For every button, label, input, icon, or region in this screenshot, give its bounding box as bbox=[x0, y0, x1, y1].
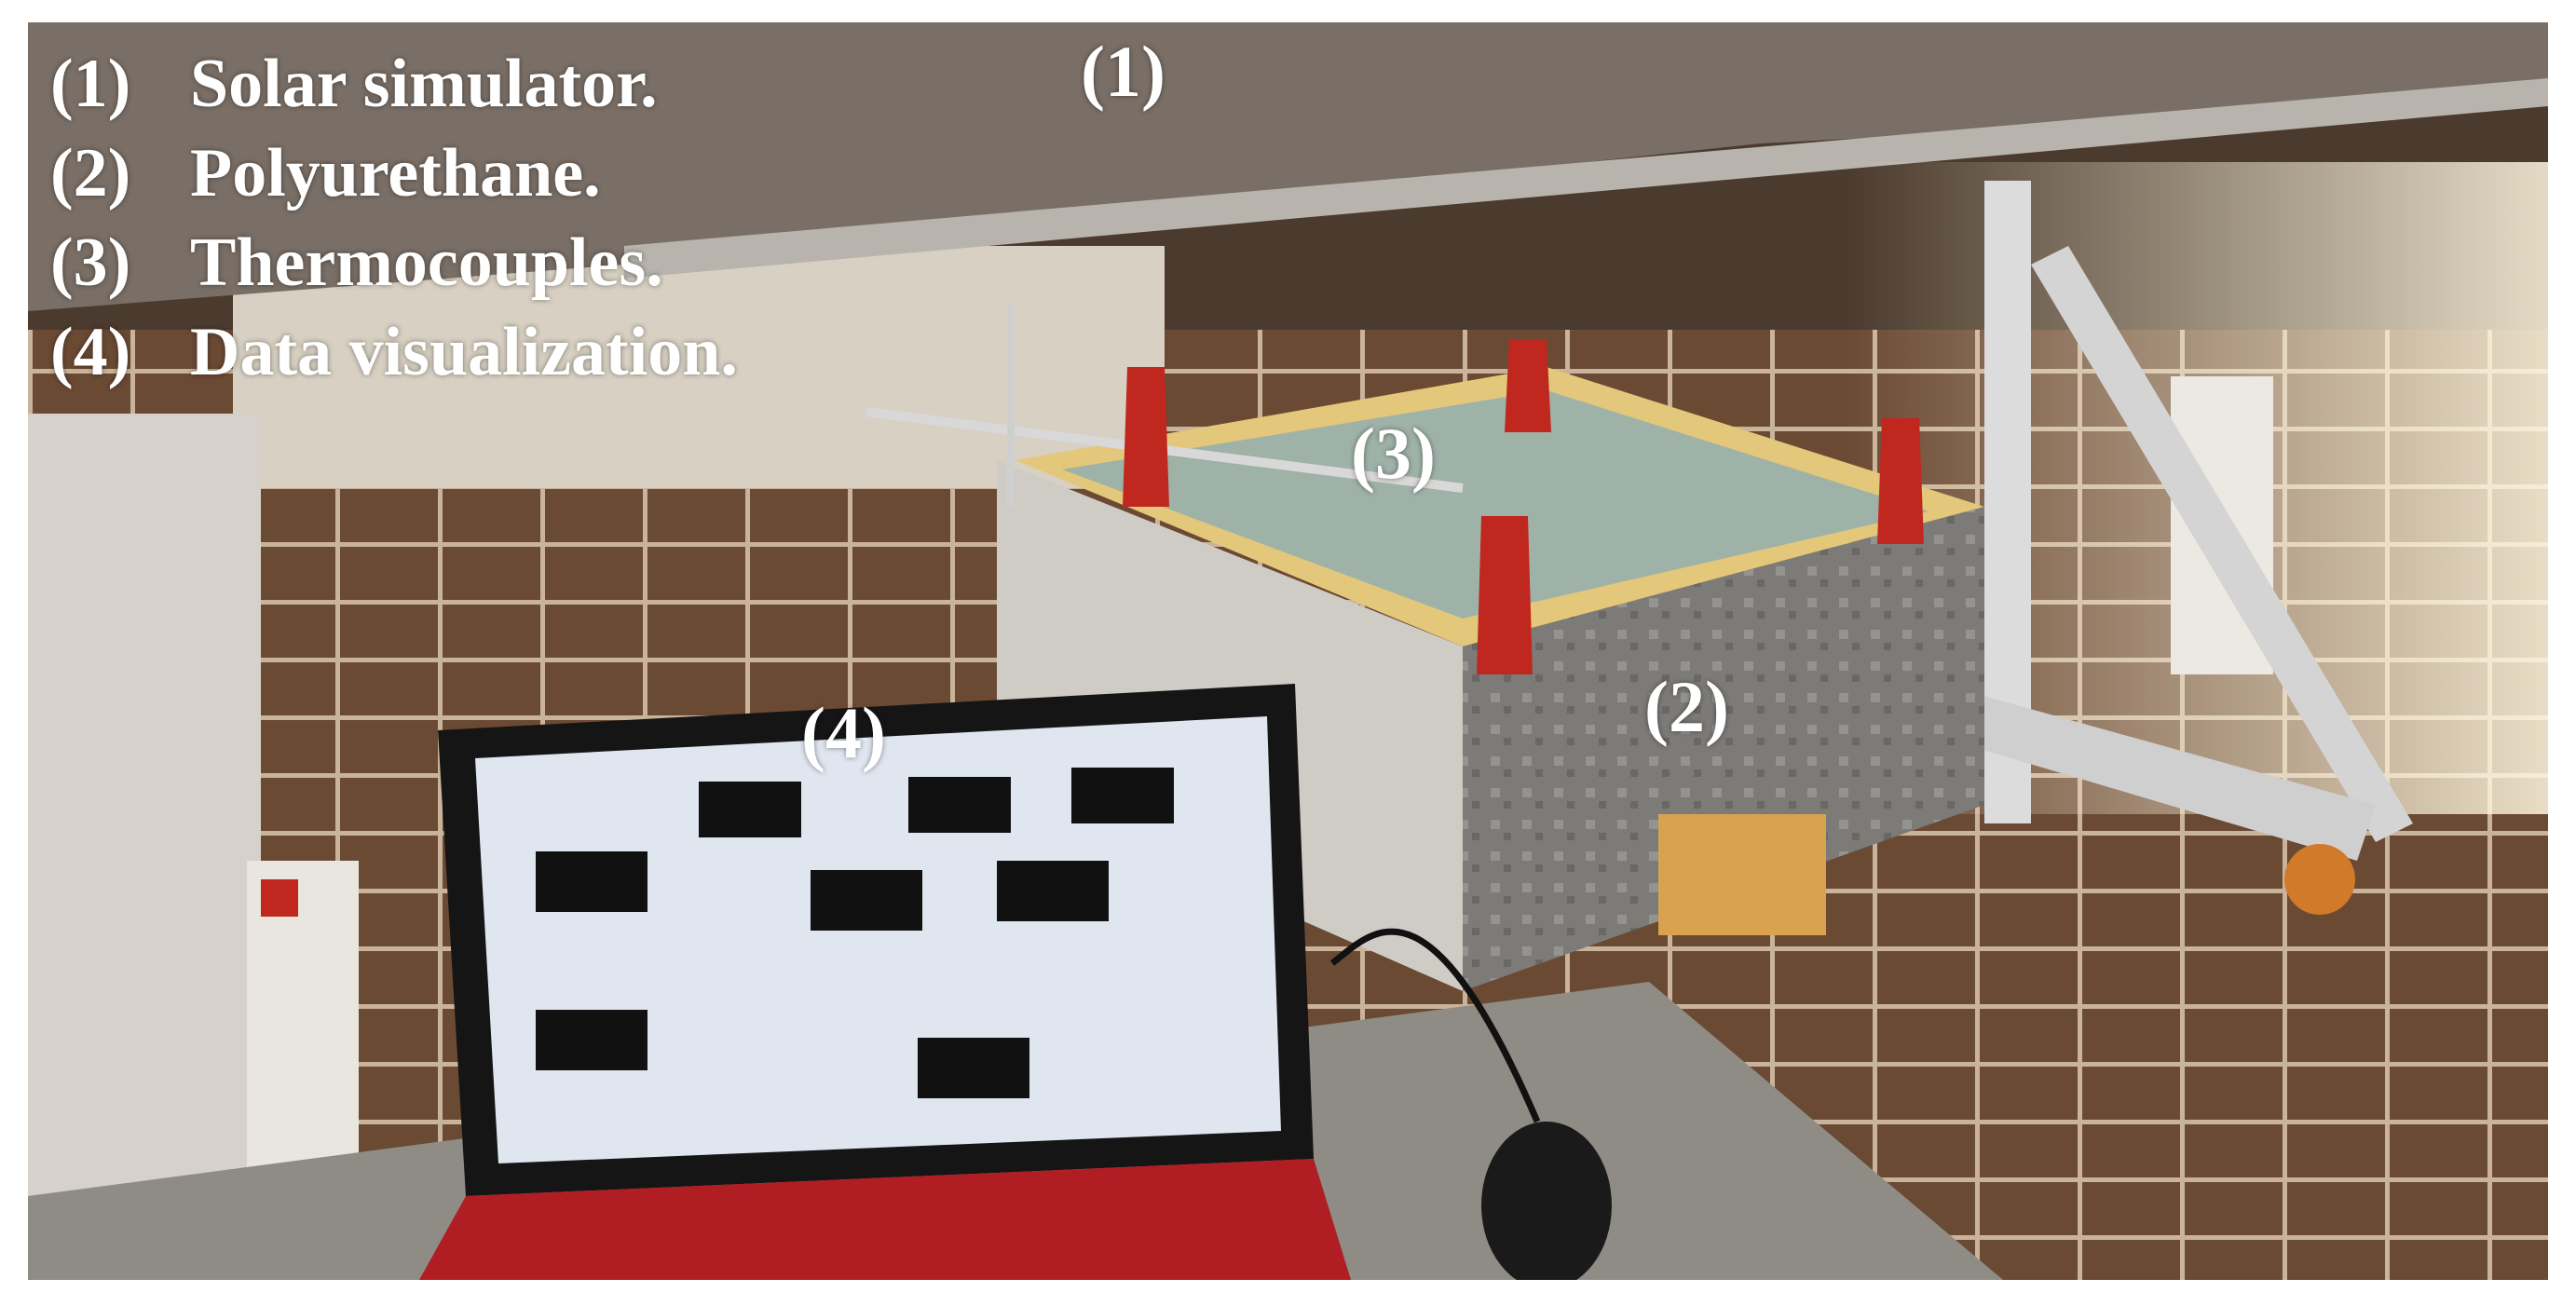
legend-label: Data visualization. bbox=[190, 314, 738, 390]
legend-label: Thermocouples. bbox=[190, 224, 663, 301]
lab-setup-photo bbox=[28, 22, 2548, 1280]
photo-frame: (1) Solar simulator. (2) Polyurethane. (… bbox=[28, 22, 2548, 1280]
screen-plot-7 bbox=[536, 1010, 647, 1070]
screen-plot-5 bbox=[811, 870, 922, 931]
clamp-1 bbox=[1123, 367, 1169, 507]
legend-number: (1) bbox=[50, 46, 131, 122]
frame-upright bbox=[1984, 181, 2031, 823]
solar-simulator bbox=[28, 22, 2548, 311]
clamp-2 bbox=[1505, 339, 1551, 432]
figure-legend: (1) Solar simulator. (2) Polyurethane. (… bbox=[50, 39, 738, 397]
legend-item: (2) Polyurethane. bbox=[50, 129, 738, 218]
legend-number: (3) bbox=[50, 224, 131, 301]
screen-plot-6 bbox=[997, 861, 1109, 921]
clamp-3 bbox=[1877, 418, 1924, 544]
mouse-cable bbox=[1329, 928, 1541, 1123]
legend-label: Solar simulator. bbox=[190, 46, 658, 122]
laptop-screen bbox=[475, 716, 1281, 1163]
tag-data-visualization: (4) bbox=[801, 692, 886, 773]
legend-number: (4) bbox=[50, 314, 131, 390]
wood-block bbox=[1658, 814, 1826, 935]
castor-wheel bbox=[2284, 844, 2355, 915]
legend-item: (4) Data visualization. bbox=[50, 307, 738, 397]
power-switch bbox=[261, 879, 298, 917]
left-cabinet bbox=[28, 414, 261, 1280]
computer-mouse bbox=[1481, 1122, 1612, 1280]
clamp-4 bbox=[1477, 516, 1533, 674]
frame-diagonal bbox=[2031, 246, 2413, 842]
laptop-base bbox=[419, 1159, 1351, 1280]
water-surface bbox=[1062, 390, 1929, 619]
screen-plot-4 bbox=[536, 851, 647, 912]
legend-label: Polyurethane. bbox=[190, 135, 601, 211]
screen-plot-2 bbox=[908, 777, 1011, 833]
tag-polyurethane: (2) bbox=[1644, 666, 1729, 747]
legend-item: (1) Solar simulator. bbox=[50, 39, 738, 129]
polyurethane-front-right bbox=[1463, 507, 1984, 991]
screen-plot-1 bbox=[699, 782, 801, 837]
tag-thermocouples: (3) bbox=[1351, 413, 1436, 494]
legend-number: (2) bbox=[50, 135, 131, 211]
solar-simulator-rail bbox=[624, 78, 2548, 279]
screen-plot-3 bbox=[1071, 768, 1174, 823]
screen-plot-8 bbox=[918, 1038, 1029, 1098]
legend-item: (3) Thermocouples. bbox=[50, 218, 738, 307]
tag-solar-simulator: (1) bbox=[1081, 31, 1165, 112]
